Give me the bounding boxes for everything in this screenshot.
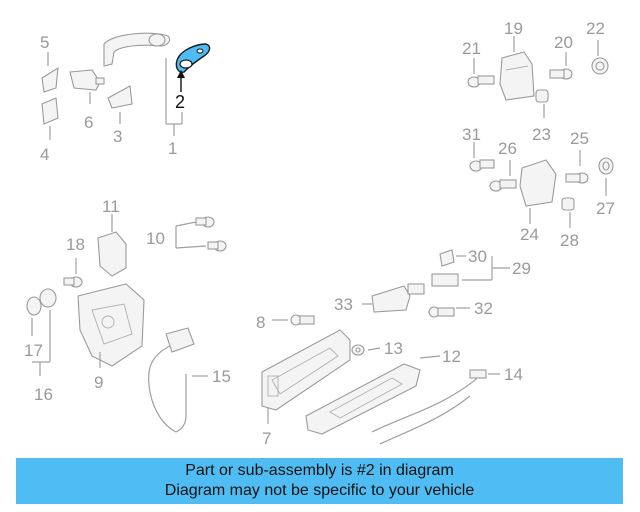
callout-9: 9 [94,373,103,392]
part-13-washer[interactable]: 13 [351,339,403,358]
part-8-screw[interactable]: 8 [256,313,315,332]
part-6-lock-cylinder[interactable]: 6 [69,69,105,132]
callout-20: 20 [554,33,573,52]
info-banner: Part or sub-assembly is #2 in diagram Di… [16,458,623,504]
part-11-bracket[interactable]: 11 [97,197,127,277]
callout-28: 28 [560,231,579,250]
callout-32: 32 [474,299,493,318]
banner-line-1: Part or sub-assembly is #2 in diagram [185,462,454,479]
callout-19: 19 [504,19,523,38]
part-1-door-handle[interactable]: 1 [103,32,183,158]
callout-17: 17 [24,341,43,360]
callout-5: 5 [40,33,49,52]
callout-12: 12 [442,347,461,366]
part-31-bolt[interactable]: 31 [462,125,495,172]
part-14-cable[interactable]: 14 [371,365,523,445]
part-15-cable[interactable]: 15 [148,327,231,433]
callout-26: 26 [498,139,517,158]
callout-11: 11 [102,197,120,216]
callout-14: 14 [504,365,523,384]
callout-23: 23 [532,125,551,144]
callout-3: 3 [113,127,122,146]
part-9-latch[interactable]: 9 [77,283,145,392]
part-22-washer[interactable]: 22 [586,19,609,75]
part-2-handle-gasket[interactable]: 2 [175,43,211,112]
callout-1: 1 [168,139,177,158]
callout-33: 33 [334,295,353,314]
part-30-cap[interactable]: 30 [439,247,487,267]
part-23-bushing[interactable]: 23 [532,89,551,144]
part-32-screw[interactable]: 32 [428,299,493,318]
callout-18: 18 [66,235,85,254]
part-19-hinge[interactable]: 19 [499,19,535,101]
callout-6: 6 [84,113,93,132]
callout-29: 29 [512,259,531,278]
banner-line-2: Diagram may not be specific to your vehi… [164,482,475,499]
part-24-hinge[interactable]: 24 [519,159,557,244]
part-17-clip[interactable]: 17 16 [24,288,57,404]
callout-2: 2 [175,92,185,112]
callout-27: 27 [596,199,615,218]
callout-30: 30 [468,247,487,266]
callout-15: 15 [212,367,231,386]
part-21-bolt[interactable]: 21 [462,39,495,88]
part-33-handle-insert[interactable]: 33 [334,283,425,314]
part-5-cover[interactable]: 5 [40,33,59,93]
callout-31: 31 [462,125,481,144]
part-3-bezel[interactable]: 3 [107,85,133,146]
part-27-washer[interactable]: 27 [596,157,615,218]
part-10-screws[interactable]: 10 [146,216,227,252]
callout-4: 4 [40,145,49,164]
callout-16: 16 [34,385,53,404]
callout-24: 24 [520,225,539,244]
part-26-bolt[interactable]: 26 [489,139,517,192]
part-25-bolt[interactable]: 25 [565,129,589,184]
callout-8: 8 [256,313,265,332]
part-7-trim-carrier[interactable]: 7 [261,329,351,448]
part-4-cap[interactable]: 4 [40,97,59,164]
callout-7: 7 [262,429,271,448]
part-12-inner-handle[interactable]: 12 [305,347,461,435]
callout-25: 25 [570,129,589,148]
callout-21: 21 [462,39,481,58]
part-29-bracket[interactable]: 29 [431,256,531,287]
part-20-bolt[interactable]: 20 [549,33,573,80]
callout-13: 13 [384,339,403,358]
part-28-bushing[interactable]: 28 [560,197,579,250]
callout-22: 22 [586,19,605,38]
callout-10: 10 [146,229,165,248]
part-18-screw[interactable]: 18 [63,235,85,288]
